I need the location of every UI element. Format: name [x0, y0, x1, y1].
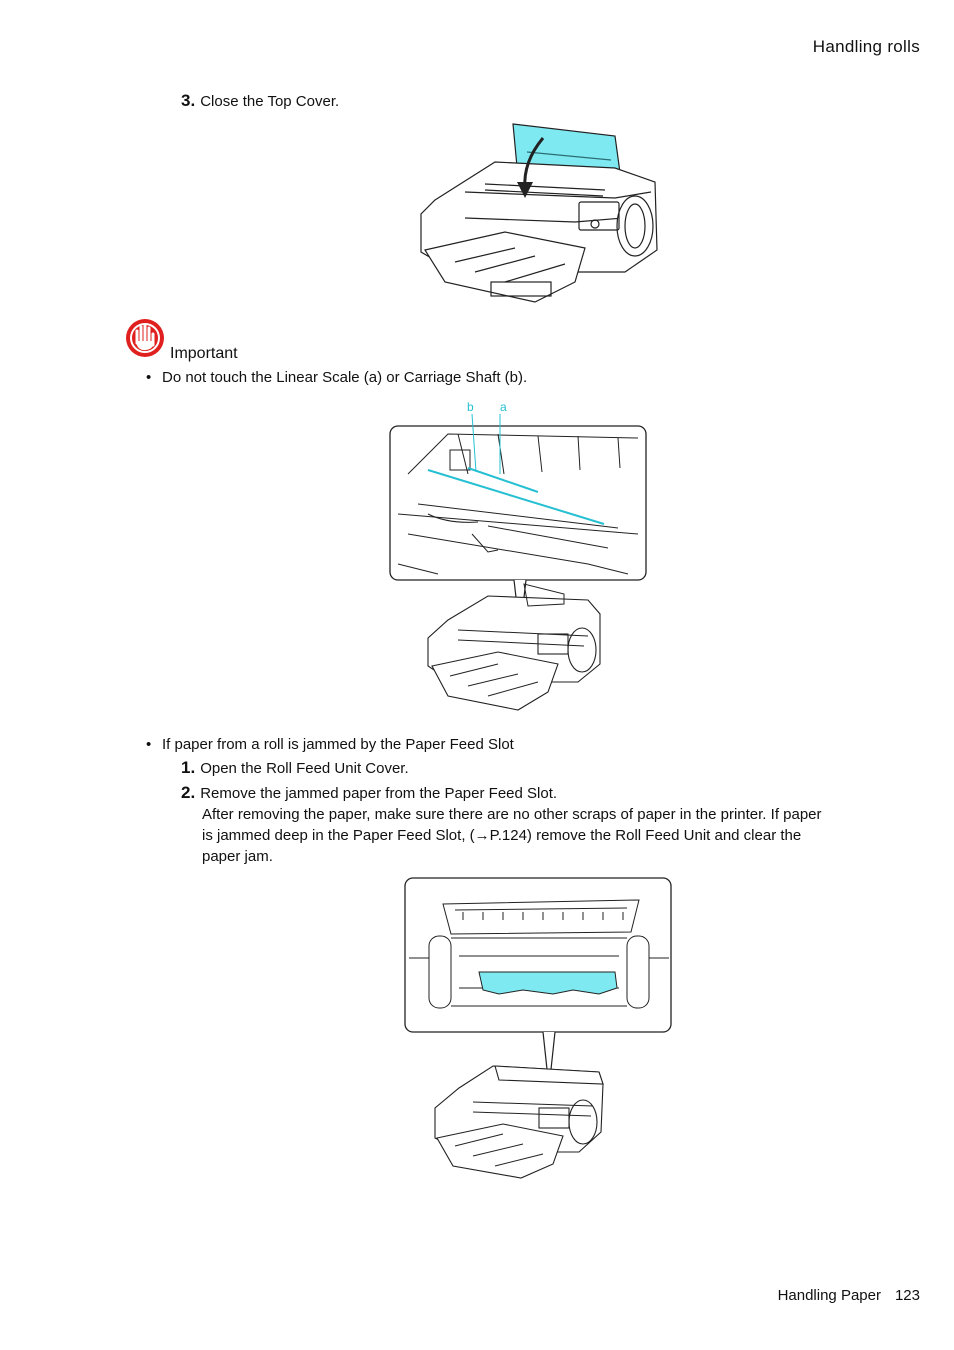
step-text: Open the Roll Feed Unit Cover.: [200, 760, 409, 777]
page-number: 123: [894, 1287, 920, 1304]
important-heading: Important: [170, 345, 238, 362]
callout-label-a: a: [500, 400, 507, 414]
important-note: • Do not touch the Linear Scale (a) or C…: [146, 367, 862, 388]
callout-label-b: b: [467, 400, 474, 414]
detail-line: After removing the paper, make sure ther…: [202, 806, 822, 823]
detail-line: paper jam.: [202, 848, 273, 865]
step-open-roll-feed-cover: 1.Open the Roll Feed Unit Cover.: [181, 757, 409, 779]
paper-feed-slot-illustration: [404, 877, 672, 1179]
step-text: Close the Top Cover.: [200, 93, 340, 110]
arrow-down-icon: [517, 137, 545, 198]
printer-top-cover-illustration: [420, 123, 658, 303]
linear-scale-carriage-illustration: [389, 414, 647, 711]
bullet: •: [146, 736, 152, 753]
page-footer: Handling Paper 123: [778, 1287, 920, 1304]
step-remove-jammed-paper: 2.Remove the jammed paper from the Paper…: [181, 782, 557, 804]
step-close-top-cover: 3.Close the Top Cover.: [181, 90, 339, 112]
jam-detail: After removing the paper, make sure ther…: [202, 804, 902, 867]
step-number: 2.: [181, 783, 196, 802]
running-header: Handling rolls: [812, 37, 920, 56]
detail-line: is jammed deep in the Paper Feed Slot, (…: [202, 827, 802, 844]
step-number: 1.: [181, 758, 196, 777]
important-hand-icon: [124, 317, 168, 361]
step-number: 3.: [181, 91, 196, 110]
bullet: •: [146, 369, 152, 386]
step-text: Remove the jammed paper from the Paper F…: [200, 785, 558, 802]
footer-chapter: Handling Paper: [777, 1287, 881, 1304]
jam-intro: • If paper from a roll is jammed by the …: [146, 734, 882, 755]
jam-intro-text: If paper from a roll is jammed by the Pa…: [162, 736, 514, 753]
important-note-text: Do not touch the Linear Scale (a) or Car…: [162, 369, 528, 386]
